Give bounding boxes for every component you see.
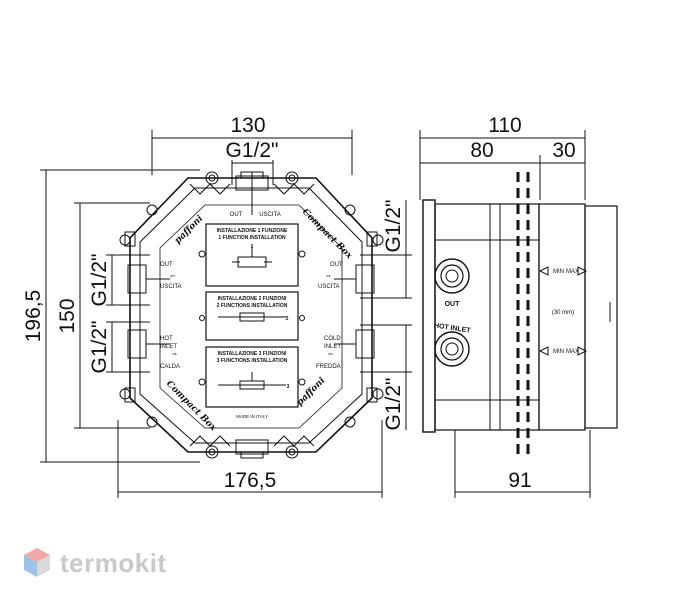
panel-1-num: 1 [251,244,254,250]
termokit-logo: termokit [22,546,167,580]
dim-depth-bottom: 91 [508,469,531,492]
label-made-in: MADE IN ITALY [236,414,268,419]
panel-3-line1: INSTALLAZIONE 3 FUNZIONI [218,351,287,357]
side-view-dimension-lines [419,130,591,498]
side-label-hot-inlet: HOT INLET [433,322,471,334]
side-view-body [422,172,618,460]
side-label-min-2: MIN [553,349,564,355]
side-label-max-1: MAX [566,269,579,275]
label-product-bottom-left: Compact Box [164,379,219,434]
label-brand-top-left: paffoni [173,214,206,247]
label-cold: COLD [324,336,341,342]
instruction-panels [205,223,299,408]
dim-depth-extension: 30 [552,139,575,162]
dim-depth-total: 110 [488,114,521,137]
panel-2-line1: INSTALLAZIONE 2 FUNZIONI [218,296,287,302]
panel-3-line2: 3 FUNCTIONS INSTALLATION [217,358,288,364]
label-fredda: FREDDA [316,364,341,370]
label-out-left: OUT [160,262,173,268]
dim-thread-right-top: G1/2" [382,200,405,253]
panel-2-num: 2 [286,316,289,322]
panel-1-line2: 1 FUNCTION INSTALLATION [218,235,286,241]
label-out-right: OUT [330,262,343,268]
arrow-in-left-icon: ⇨ [172,352,177,358]
dim-thread-left-bottom: G1/2" [88,321,111,374]
side-label-max-2: MAX [566,349,579,355]
arrow-out-left-icon: ⇦ [170,274,175,280]
dim-thread-top: G1/2" [226,139,279,162]
dim-thread-right-bottom: G1/2" [382,378,405,431]
logo-cube-icon [24,548,50,577]
side-label-out: OUT [445,301,461,308]
side-label-range: (30 mm) [552,310,574,316]
dim-width-front: 130 [230,114,265,137]
dim-thread-left-top: G1/2" [88,254,111,307]
panel-1-line1: INSTALLAZIONE 1 FUNZIONE [217,228,288,234]
dim-height-overall: 196,5 [22,290,45,343]
label-uscita-left: USCITA [160,284,182,290]
label-uscita-top: USCITA [259,212,281,218]
label-uscita-right: USCITA [318,284,340,290]
dim-width-bottom: 176,5 [224,469,277,492]
arrow-in-right-icon: ⇦ [328,352,333,358]
label-inlet-right: INLET [324,344,341,350]
front-dimension-lines [40,130,412,498]
panel-3-num: 3 [287,384,290,390]
label-hot: HOT [160,336,173,342]
label-out-top: OUT [230,212,243,218]
label-inlet-left: INLET [160,344,177,350]
label-calda: CALDA [160,364,180,370]
dim-depth-body: 80 [470,139,493,162]
front-box-body [119,171,384,459]
arrow-out-right-icon: ⇨ [326,274,331,280]
dim-height-inner: 150 [56,298,79,333]
panel-2-line2: 2 FUNCTIONS INSTALLATION [217,303,288,309]
side-label-min-1: MIN [553,269,564,275]
logo-text: termokit [60,547,167,578]
label-product-top-right: Compact Box [300,207,355,262]
